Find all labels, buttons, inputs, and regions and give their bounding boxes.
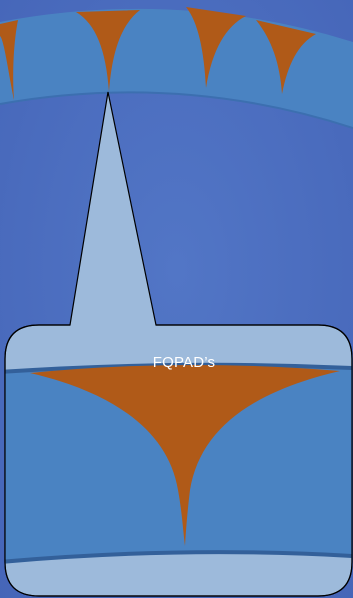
fqpad-label: FQPAD’s: [118, 354, 250, 372]
